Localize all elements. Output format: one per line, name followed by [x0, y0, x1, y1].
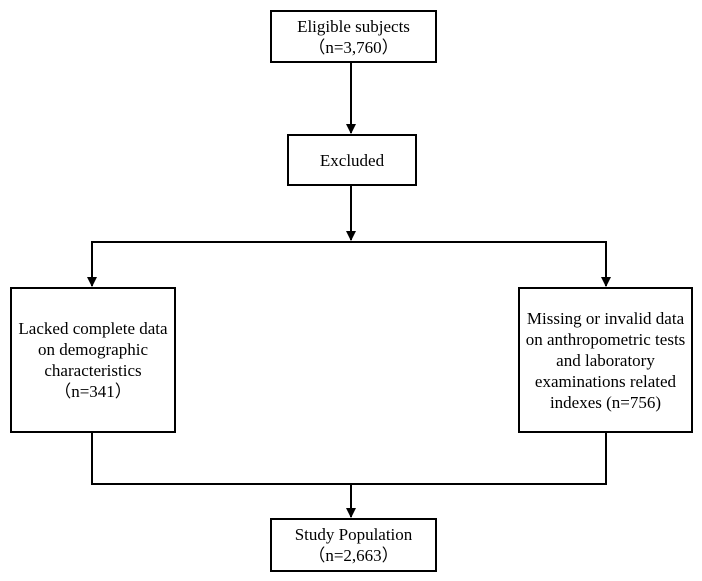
excluded-label: Excluded	[319, 150, 385, 170]
demographic-exclusion-count: （n=341）	[54, 382, 132, 401]
lab-exclusion-line-2: on anthropometric tests	[525, 329, 686, 349]
eligible-subjects-count: （n=3,760）	[308, 37, 399, 57]
lab-exclusion-line-1: Missing or invalid data	[526, 308, 685, 328]
lab-exclusion-line-3: and laboratory	[556, 350, 655, 370]
study-population-label: Study Population	[294, 525, 413, 544]
study-population-box: Study Population （n=2,663）	[270, 518, 437, 572]
demographic-exclusion-line-3: characteristics	[44, 361, 142, 380]
excluded-box: Excluded	[287, 134, 417, 186]
demographic-exclusion-box: Lacked complete data on demographic char…	[10, 287, 176, 433]
eligible-subjects-label: Eligible subjects	[297, 16, 410, 36]
lab-exclusion-line-4: examinations related	[534, 371, 677, 391]
lab-exclusion-line-5: indexes (n=756)	[549, 392, 662, 412]
lab-exclusion-box: Missing or invalid data on anthropometri…	[518, 287, 693, 433]
demographic-exclusion-line-1: Lacked complete data	[18, 319, 168, 338]
study-population-count: （n=2,663）	[308, 546, 399, 565]
demographic-exclusion-line-2: on demographic	[38, 340, 148, 359]
eligible-subjects-box: Eligible subjects （n=3,760）	[270, 10, 437, 63]
